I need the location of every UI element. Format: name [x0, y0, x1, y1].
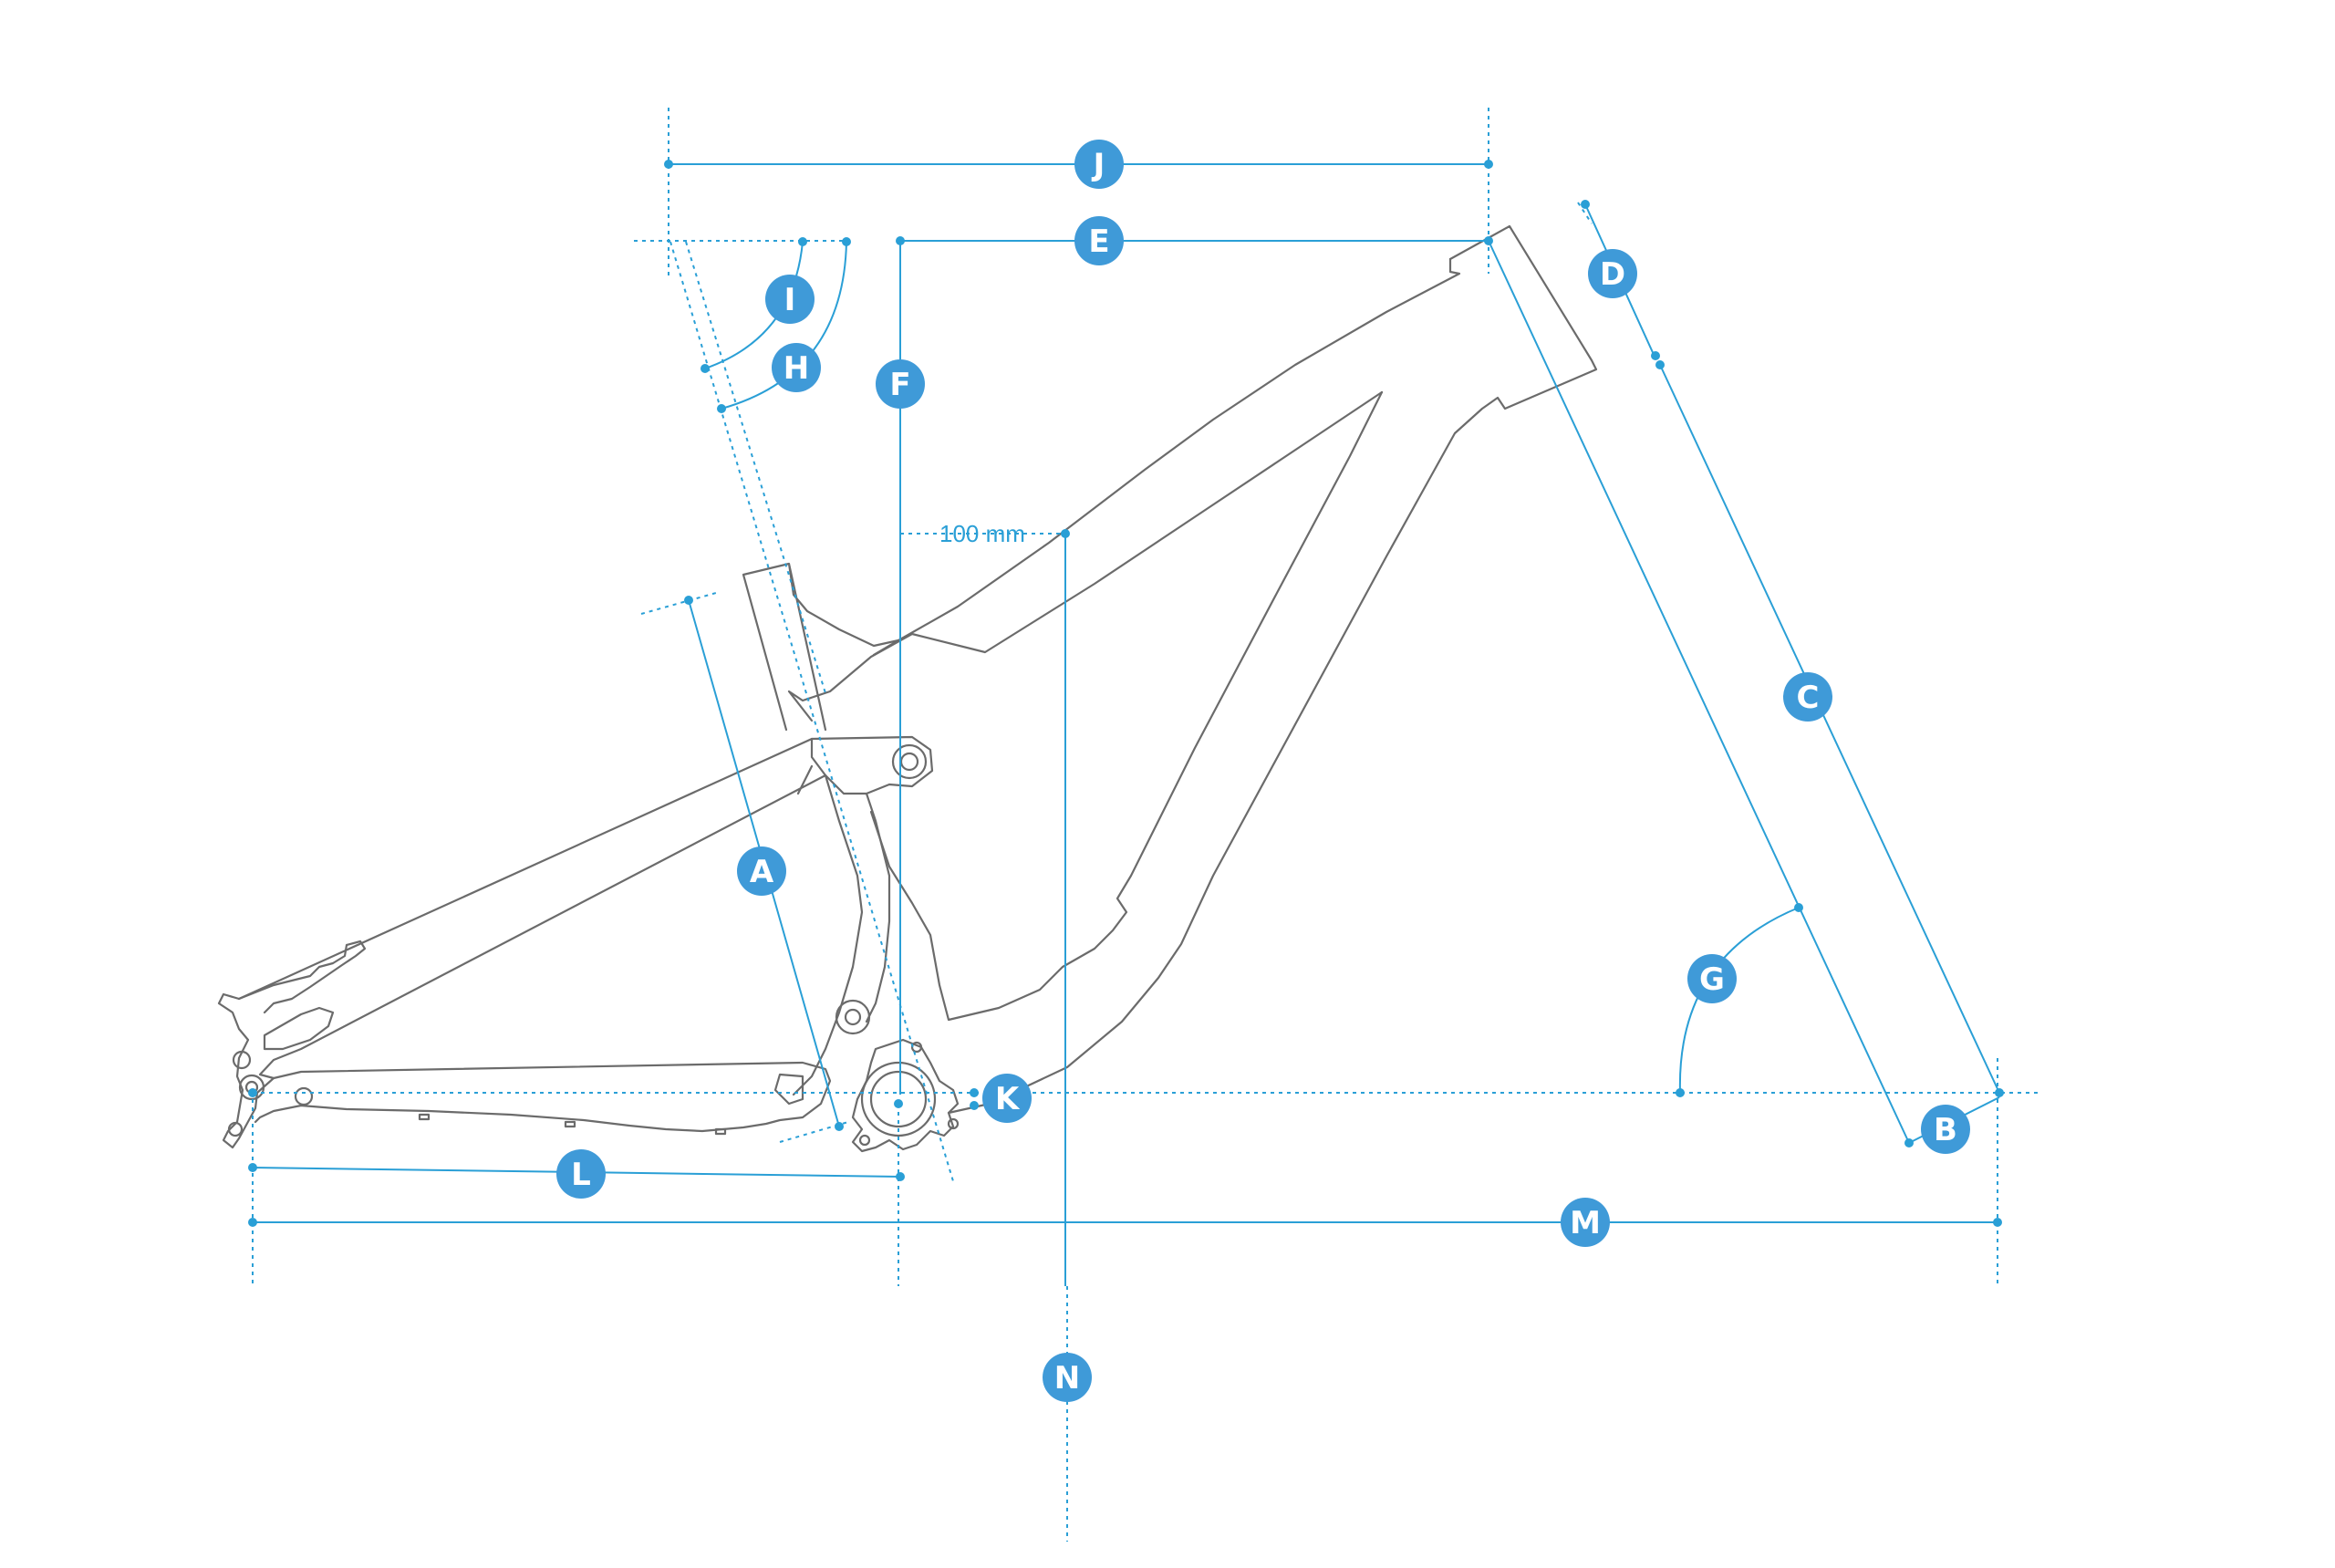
lower-link-pivot-inner [844, 1008, 862, 1026]
m-dot-1 [248, 1218, 257, 1227]
chainstay-pivot [294, 1086, 314, 1106]
bottom-bracket-outer [860, 1061, 937, 1137]
badge-l: L [556, 1149, 606, 1199]
svg-text:I: I [784, 282, 796, 318]
k-dot-2 [970, 1101, 979, 1110]
seat-tube [742, 562, 900, 732]
top-tube [872, 257, 1461, 657]
cable-port-1 [418, 1113, 431, 1121]
svg-text:L: L [571, 1157, 591, 1193]
cable-port-3 [714, 1127, 727, 1136]
cable-port-2 [564, 1120, 576, 1128]
svg-text:H: H [784, 350, 809, 387]
chainstay [254, 1061, 832, 1133]
svg-text:J: J [1092, 147, 1105, 183]
dim-arc-i [704, 241, 804, 369]
svg-text:F: F [889, 367, 910, 403]
offset-note: 100 mm [939, 520, 1025, 547]
svg-text:A: A [750, 854, 774, 890]
iscg-tab-2 [947, 1117, 960, 1130]
svg-text:B: B [1934, 1112, 1957, 1148]
badge-f: F [876, 359, 925, 409]
badge-j: J [1074, 140, 1124, 189]
badge-k: K [982, 1074, 1032, 1123]
badge-d: D [1588, 249, 1637, 298]
svg-text:D: D [1600, 256, 1625, 293]
badge-c: C [1783, 672, 1832, 722]
dim-arc-g [1678, 907, 1800, 1094]
label-badges: J E I H F D C A G K B L [556, 140, 1970, 1402]
dim-arc-h [721, 241, 847, 410]
rear-dropout [217, 940, 367, 1149]
front-triangle-inner [869, 390, 1384, 1022]
j-dot-1 [664, 160, 673, 169]
lower-link-pivot [835, 999, 871, 1035]
svg-text:G: G [1699, 961, 1725, 998]
a-ext-top [640, 592, 717, 615]
steering-axis [1488, 240, 1910, 1144]
m-dot-2 [1993, 1218, 2002, 1227]
dropout-window [263, 1006, 335, 1051]
badge-i: I [765, 275, 815, 324]
seat-stay [237, 737, 827, 1080]
head-tube [947, 224, 1598, 1115]
iscg-mount [851, 1038, 960, 1153]
badge-g: G [1687, 954, 1737, 1003]
badge-m: M [1561, 1198, 1610, 1247]
g-dot-2 [1676, 1088, 1685, 1097]
down-tube [787, 390, 1384, 722]
rocker-pivot-inner [899, 752, 919, 772]
h-dot-1 [717, 404, 726, 413]
badge-b: B [1921, 1105, 1970, 1154]
c-dot-2 [1995, 1088, 2004, 1097]
derailleur-hanger-bolt [227, 1121, 244, 1137]
dropout-bolt-upper [232, 1050, 252, 1070]
rocker-pivot [891, 743, 928, 780]
a-dot-1 [684, 596, 693, 605]
l-dot-2 [896, 1172, 905, 1181]
dimension-lines: 100 mm [248, 108, 2039, 1542]
svg-text:K: K [995, 1081, 1021, 1117]
svg-text:C: C [1797, 680, 1820, 716]
d-dot-1 [1581, 200, 1590, 209]
j-dot-2 [1484, 160, 1493, 169]
svg-text:N: N [1054, 1360, 1080, 1397]
badge-e: E [1074, 216, 1124, 265]
svg-text:M: M [1570, 1205, 1601, 1241]
h-dot-2 [842, 237, 851, 246]
k-dot-1 [970, 1088, 979, 1097]
l-dot-1 [248, 1163, 257, 1172]
bb-center-dot [894, 1099, 903, 1108]
badge-n: N [1043, 1353, 1092, 1402]
i-dot-2 [798, 237, 807, 246]
iscg-tab-3 [858, 1134, 871, 1147]
i-dot-1 [700, 364, 710, 373]
chainstay-inner [773, 1073, 804, 1106]
badge-a: A [737, 846, 786, 896]
badge-h: H [772, 343, 821, 392]
rear-axle-dot [248, 1088, 257, 1097]
bike-frame-outline [217, 224, 1598, 1153]
svg-text:E: E [1088, 223, 1109, 260]
c-dot-1 [1655, 360, 1665, 369]
dim-line-c [1659, 364, 2000, 1094]
bottom-bracket [869, 1070, 928, 1128]
a-dot-2 [835, 1122, 844, 1131]
rocker-link [810, 735, 934, 795]
d-dot-2 [1651, 351, 1660, 360]
